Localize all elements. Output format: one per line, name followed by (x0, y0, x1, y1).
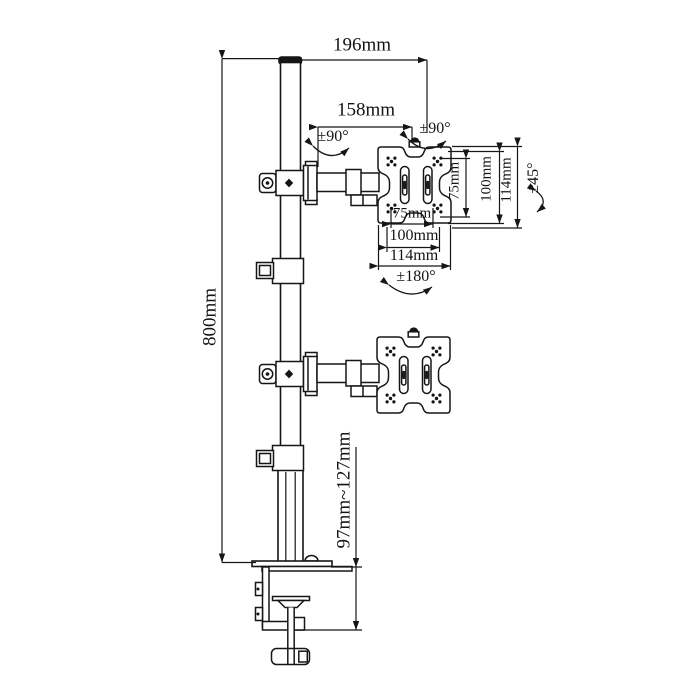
tilt-arc (526, 183, 546, 213)
dim-label-vesa-v-100: 100mm (478, 156, 495, 202)
dim-label-pole-height: 800mm (199, 287, 221, 347)
angle-label-swivel-right: ±90° (419, 120, 451, 137)
dim-label-vesa-h-100: 100mm (389, 227, 439, 244)
pole-collar-lower (255, 444, 305, 472)
pole-lower-telescopic-section (277, 469, 304, 564)
monitor-arm-lower (258, 351, 380, 398)
swivel-arc-right (399, 130, 447, 150)
monitor-arm-upper (258, 160, 380, 207)
pole-base-screw-dome (304, 554, 319, 562)
dim-label-clamp-range: 97mm~127mm (333, 431, 355, 549)
dim-label-vesa-v-114: 114mm (498, 157, 515, 203)
angle-label-swivel-left: ±90° (317, 128, 349, 145)
dim-label-arm-reach: 196mm (332, 34, 392, 56)
pole-collar-upper (255, 257, 305, 285)
dim-label-arm-length: 158mm (336, 99, 396, 121)
swivel-arc-left (304, 137, 350, 157)
dim-label-vesa-h-75: 75mm (392, 205, 432, 222)
dim-label-vesa-h-114: 114mm (389, 247, 439, 264)
dim-label-vesa-v-75: 75mm (446, 161, 463, 201)
angle-label-tilt: ±45° (525, 162, 542, 194)
dimension-lines (218, 50, 522, 631)
clamp-screw (270, 595, 311, 666)
vesa-plate-lower (376, 326, 451, 414)
angle-label-rotation: ±180° (396, 268, 436, 285)
rotate-arc (379, 276, 433, 295)
rotation-arcs (304, 130, 546, 295)
pole-foot-plate (251, 560, 333, 568)
desk-clamp (254, 565, 353, 666)
